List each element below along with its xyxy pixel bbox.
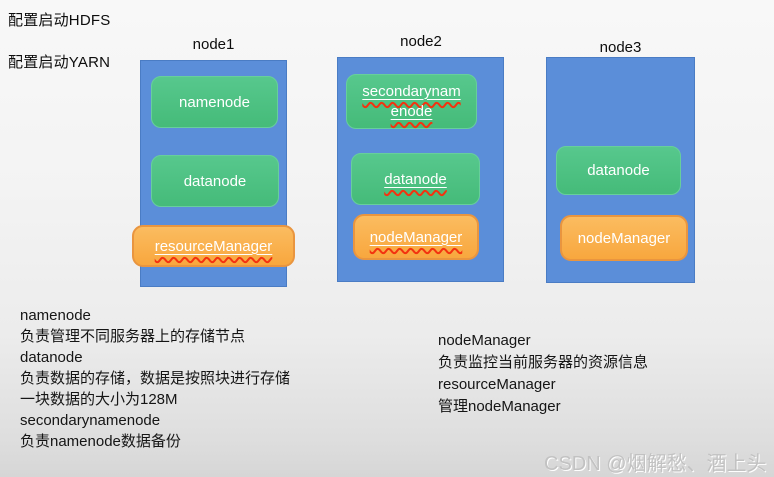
- component-nodemanager: nodeManager: [353, 214, 479, 260]
- component-nodemanager: nodeManager: [560, 215, 688, 261]
- component-label: resourceManager: [154, 237, 273, 255]
- spellcheck-underline: secondarynamenode: [362, 82, 462, 122]
- component-datanode: datanode: [151, 155, 279, 207]
- spellcheck-underline: datanode: [384, 171, 447, 188]
- note-line: 负责管理不同服务器上的存储节点: [20, 328, 246, 345]
- annotation-configure-yarn: 配置启动YARN: [8, 54, 111, 71]
- note-line: namenode: [20, 307, 91, 324]
- note-line: nodeManager: [438, 332, 531, 349]
- component-label: datanode: [587, 162, 650, 179]
- component-label: nodeManager: [369, 228, 463, 246]
- spellcheck-underline: nodeManager: [370, 229, 463, 246]
- component-label: datanode: [183, 172, 247, 190]
- component-namenode: namenode: [151, 76, 278, 128]
- note-line: 负责数据的存储，数据是按照块进行存储: [20, 370, 291, 387]
- note-line: 负责监控当前服务器的资源信息: [438, 354, 649, 371]
- node3-box: datanode nodeManager: [546, 57, 695, 283]
- node1-title: node1: [192, 36, 235, 53]
- spellcheck-underline: resourceManager: [155, 238, 273, 255]
- note-line: 一块数据的大小为128M: [20, 391, 178, 408]
- component-datanode: datanode: [351, 153, 480, 205]
- component-datanode: datanode: [556, 146, 681, 195]
- notes-hdfs-roles: namenode 负责管理不同服务器上的存储节点 datanode 负责数据的存…: [20, 305, 290, 452]
- component-label: nodeManager: [577, 229, 671, 247]
- node2-title: node2: [400, 33, 442, 50]
- note-line: 管理nodeManager: [438, 398, 561, 415]
- component-label: secondarynamenode: [362, 82, 461, 120]
- note-line: 负责namenode数据备份: [20, 433, 181, 450]
- note-line: secondarynamenode: [20, 412, 161, 429]
- component-label: datanode: [384, 170, 447, 188]
- component-label: namenode: [179, 93, 250, 111]
- notes-yarn-roles: nodeManager 负责监控当前服务器的资源信息 resourceManag…: [438, 330, 648, 418]
- node2-box: secondarynamenode datanode nodeManager: [337, 57, 504, 282]
- component-resourcemanager: resourceManager: [132, 225, 295, 267]
- note-line: datanode: [20, 349, 83, 366]
- node3-title: node3: [599, 39, 642, 56]
- annotation-configure-hdfs: 配置启动HDFS: [8, 12, 111, 29]
- csdn-watermark: CSDN @烟解愁、酒上头: [544, 453, 767, 475]
- component-secondarynamenode: secondarynamenode: [346, 74, 477, 129]
- note-line: resourceManager: [438, 376, 556, 393]
- node1-box: namenode datanode resourceManager: [132, 60, 295, 287]
